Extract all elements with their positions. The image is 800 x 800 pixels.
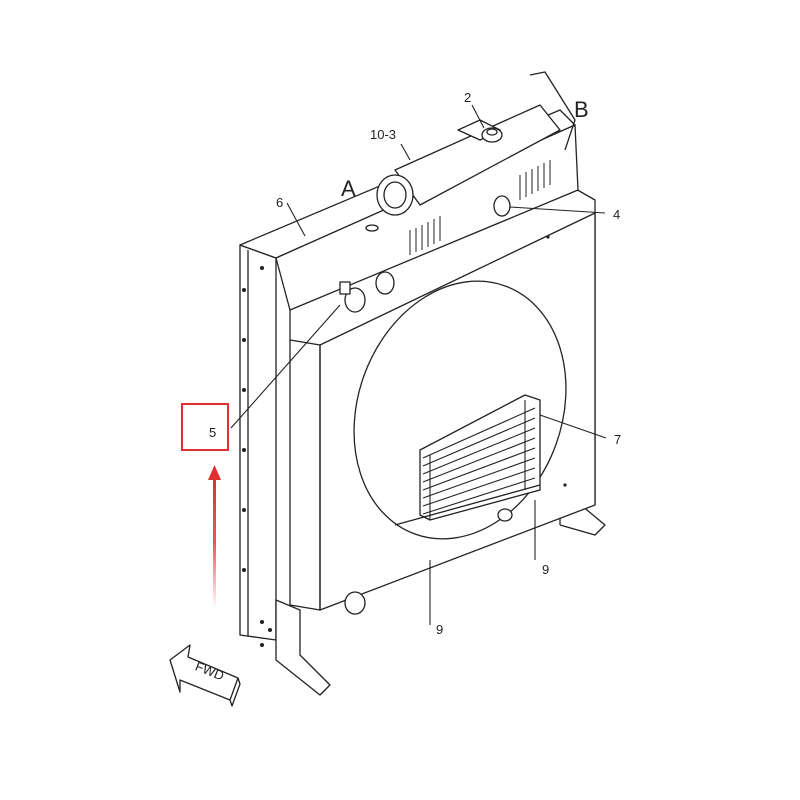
left-side-frame [239, 244, 331, 696]
highlight-box [181, 403, 229, 451]
outlet-port [493, 195, 511, 217]
callout-6: 6 [276, 195, 283, 210]
view-label-b: B [574, 97, 589, 122]
callout-7: 7 [614, 432, 621, 447]
highlight-arrow [208, 465, 221, 608]
callout-10-3: 10-3 [370, 127, 396, 142]
callout-2: 2 [464, 90, 471, 105]
leader-lines [230, 104, 607, 625]
radiator-cap [481, 127, 503, 143]
hose-fitting [365, 174, 414, 232]
oil-cooler [394, 394, 541, 526]
drain-port [344, 591, 366, 615]
inlet-ports [339, 271, 395, 313]
view-label-a: A [341, 176, 356, 201]
callout-4: 4 [613, 207, 620, 222]
callout-9-bottom: 9 [436, 622, 443, 637]
fwd-direction-arrow: FWD [169, 644, 241, 707]
callout-9-right: 9 [542, 562, 549, 577]
callout-5: 5 [209, 425, 216, 440]
drain-port-right [497, 508, 513, 522]
